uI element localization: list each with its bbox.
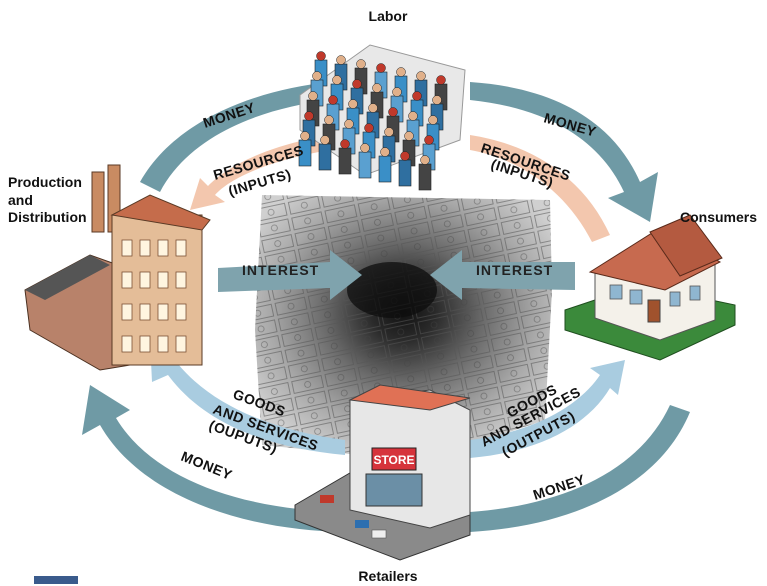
worker-figure [398, 159, 412, 187]
worker-head [360, 143, 370, 153]
worker-figure [418, 163, 432, 191]
worker-head [380, 147, 390, 157]
worker-head [388, 107, 398, 117]
worker-head [376, 63, 386, 73]
label-consumers: Consumers [680, 209, 757, 225]
worker-head [384, 127, 394, 137]
worker-figure [358, 151, 372, 179]
worker-head [320, 135, 330, 145]
publisher-logo [34, 576, 78, 584]
resources-arrow-right [470, 135, 610, 242]
worker-head [344, 119, 354, 129]
worker-head [324, 115, 334, 125]
worker-head [328, 95, 338, 105]
worker-head [336, 55, 346, 65]
interest-arrow-left [218, 250, 362, 300]
worker-figure [338, 147, 352, 175]
worker-head [340, 139, 350, 149]
worker-head [408, 111, 418, 121]
money-vortex-image [255, 195, 552, 455]
resources-arrows [190, 135, 610, 242]
worker-head [396, 67, 406, 77]
worker-head [308, 91, 318, 101]
worker-head [356, 59, 366, 69]
worker-head [432, 95, 442, 105]
labor-crowd-icon [298, 44, 466, 191]
label-retailers: Retailers [358, 568, 417, 584]
worker-head [312, 71, 322, 81]
label-production-line1: Production [8, 174, 82, 190]
worker-head [300, 131, 310, 141]
worker-head [404, 131, 414, 141]
interest-arrows [218, 250, 575, 300]
label-production-line2: and [8, 192, 33, 208]
store-sign-text: STORE [373, 453, 414, 467]
worker-head [400, 151, 410, 161]
label-interest-right: INTEREST [476, 262, 553, 278]
worker-head [424, 135, 434, 145]
interest-arrow-right [430, 250, 575, 300]
worker-head [316, 51, 326, 61]
worker-head [392, 87, 402, 97]
label-money-bottom-left: MONEY [179, 448, 235, 483]
house-icon [564, 214, 736, 361]
worker-head [304, 111, 314, 121]
worker-head [436, 75, 446, 85]
worker-head [368, 103, 378, 113]
worker-head [372, 83, 382, 93]
worker-head [412, 91, 422, 101]
label-labor: Labor [369, 8, 408, 24]
resources-arrow-left [190, 135, 330, 210]
goods-arrow-right [470, 360, 625, 458]
worker-head [352, 79, 362, 89]
worker-head [348, 99, 358, 109]
label-production-line3: Distribution [8, 209, 87, 225]
worker-head [332, 75, 342, 85]
worker-figure [318, 143, 332, 171]
store-icon: STORE [294, 384, 471, 561]
label-interest-left: INTEREST [242, 262, 319, 278]
worker-figure [378, 155, 392, 183]
money-arrow-top-right [470, 82, 658, 222]
worker-head [420, 155, 430, 165]
worker-head [416, 71, 426, 81]
worker-head [364, 123, 374, 133]
factory-icon [24, 164, 211, 371]
money-arrow-bottom-right [470, 405, 690, 532]
worker-head [428, 115, 438, 125]
